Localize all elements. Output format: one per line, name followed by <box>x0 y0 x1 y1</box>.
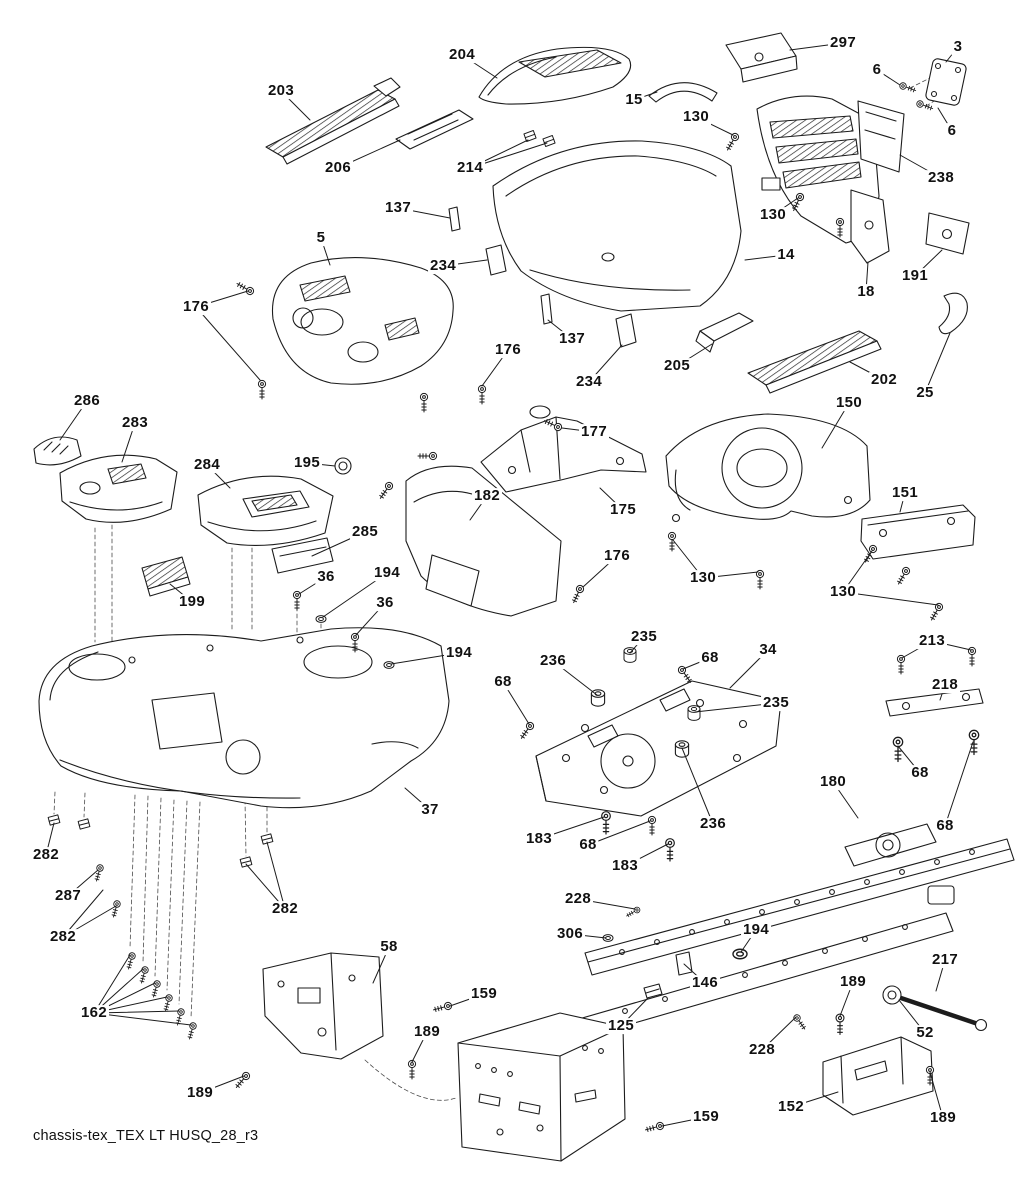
screw-189-icon <box>835 1013 845 1036</box>
bushing-235-icon <box>623 647 637 663</box>
bolt-183-icon <box>665 838 675 862</box>
screw-68-icon <box>517 720 536 741</box>
screw-282-icon <box>109 899 122 919</box>
screw-213-icon <box>967 646 977 667</box>
part-285-pad <box>271 537 334 574</box>
part-5-dash-housing <box>271 257 454 385</box>
part-18-bracket <box>850 189 890 264</box>
part-205-duct <box>695 312 754 353</box>
part-58-support-bracket <box>262 952 384 1060</box>
part-199-pad <box>141 556 191 597</box>
part-25-hook <box>938 292 968 335</box>
part-180-frame-rail <box>584 823 1015 976</box>
part-14-hood <box>492 140 742 312</box>
part-15-strip <box>648 82 718 103</box>
part-152-bracket <box>822 1036 934 1116</box>
screw-189-icon <box>407 1059 417 1080</box>
screw-189-icon <box>233 1070 252 1091</box>
part-213-218-bracket <box>885 688 984 717</box>
part-34-frame-plate <box>535 680 782 817</box>
nut-194-icon <box>383 661 395 669</box>
nut-194-icon <box>315 615 327 623</box>
screw-68-icon <box>968 729 980 756</box>
part-191-pad <box>925 212 970 255</box>
part-206-trim <box>395 109 474 150</box>
screw-68-icon <box>647 815 657 836</box>
screw-162-icon <box>137 965 150 985</box>
screw-176-icon <box>477 384 487 405</box>
clip-282-icon <box>77 818 91 830</box>
part-204-hood-top <box>478 46 632 105</box>
part-146-pin <box>675 951 693 976</box>
screw-162-icon <box>161 993 174 1013</box>
part-238-side-panel <box>857 100 905 173</box>
screw-176-icon <box>417 451 438 461</box>
part-137-pins <box>448 206 553 325</box>
screw-130-icon <box>755 569 765 590</box>
part-283-console <box>59 454 178 523</box>
bolt-183-icon <box>601 811 611 835</box>
bushing-235-icon <box>687 705 701 721</box>
screw-6-icon <box>915 99 935 113</box>
screw-6-icon <box>898 81 918 95</box>
part-chassis-front-box <box>457 1012 626 1162</box>
diagram-filename: chassis-tex_TEX LT HUSQ_28_r3 <box>33 1128 259 1144</box>
screw-159-icon <box>644 1121 665 1134</box>
part-234-pads <box>485 244 637 348</box>
clip-282-icon <box>239 856 253 868</box>
part-37-fender-deck <box>38 627 450 809</box>
part-286-trim <box>33 436 82 466</box>
screw-228-icon <box>791 1012 808 1032</box>
part-284-console <box>197 475 334 546</box>
part-202-strip <box>747 330 882 394</box>
nut-194-icon <box>732 948 748 960</box>
part-151-bracket <box>860 504 976 560</box>
part-195-grommet <box>334 457 352 475</box>
part-150-housing <box>665 413 871 523</box>
fasteners <box>47 129 980 1134</box>
part-3-plate <box>898 58 967 113</box>
part-52-roller <box>882 985 902 1005</box>
screw-130-icon <box>894 565 912 587</box>
screw-176-icon <box>257 379 267 400</box>
screw-176-icon <box>376 480 395 501</box>
screw-213-icon <box>896 654 906 675</box>
part-175-bracket <box>480 405 647 493</box>
part-182-side-panel <box>405 465 562 617</box>
screw-162-icon <box>149 979 162 999</box>
part-297-pad <box>725 32 798 83</box>
part-217-link-rod <box>882 985 988 1032</box>
screw-176-icon <box>419 392 429 413</box>
clip-214-icon <box>542 134 556 148</box>
screw-159-icon <box>432 1001 453 1014</box>
clip-214-icon <box>523 129 537 143</box>
screw-162-icon <box>124 951 137 971</box>
part-dash-grille-assembly <box>756 95 905 244</box>
part-203-grille-trim <box>265 77 401 165</box>
part-125-clip <box>643 983 663 999</box>
